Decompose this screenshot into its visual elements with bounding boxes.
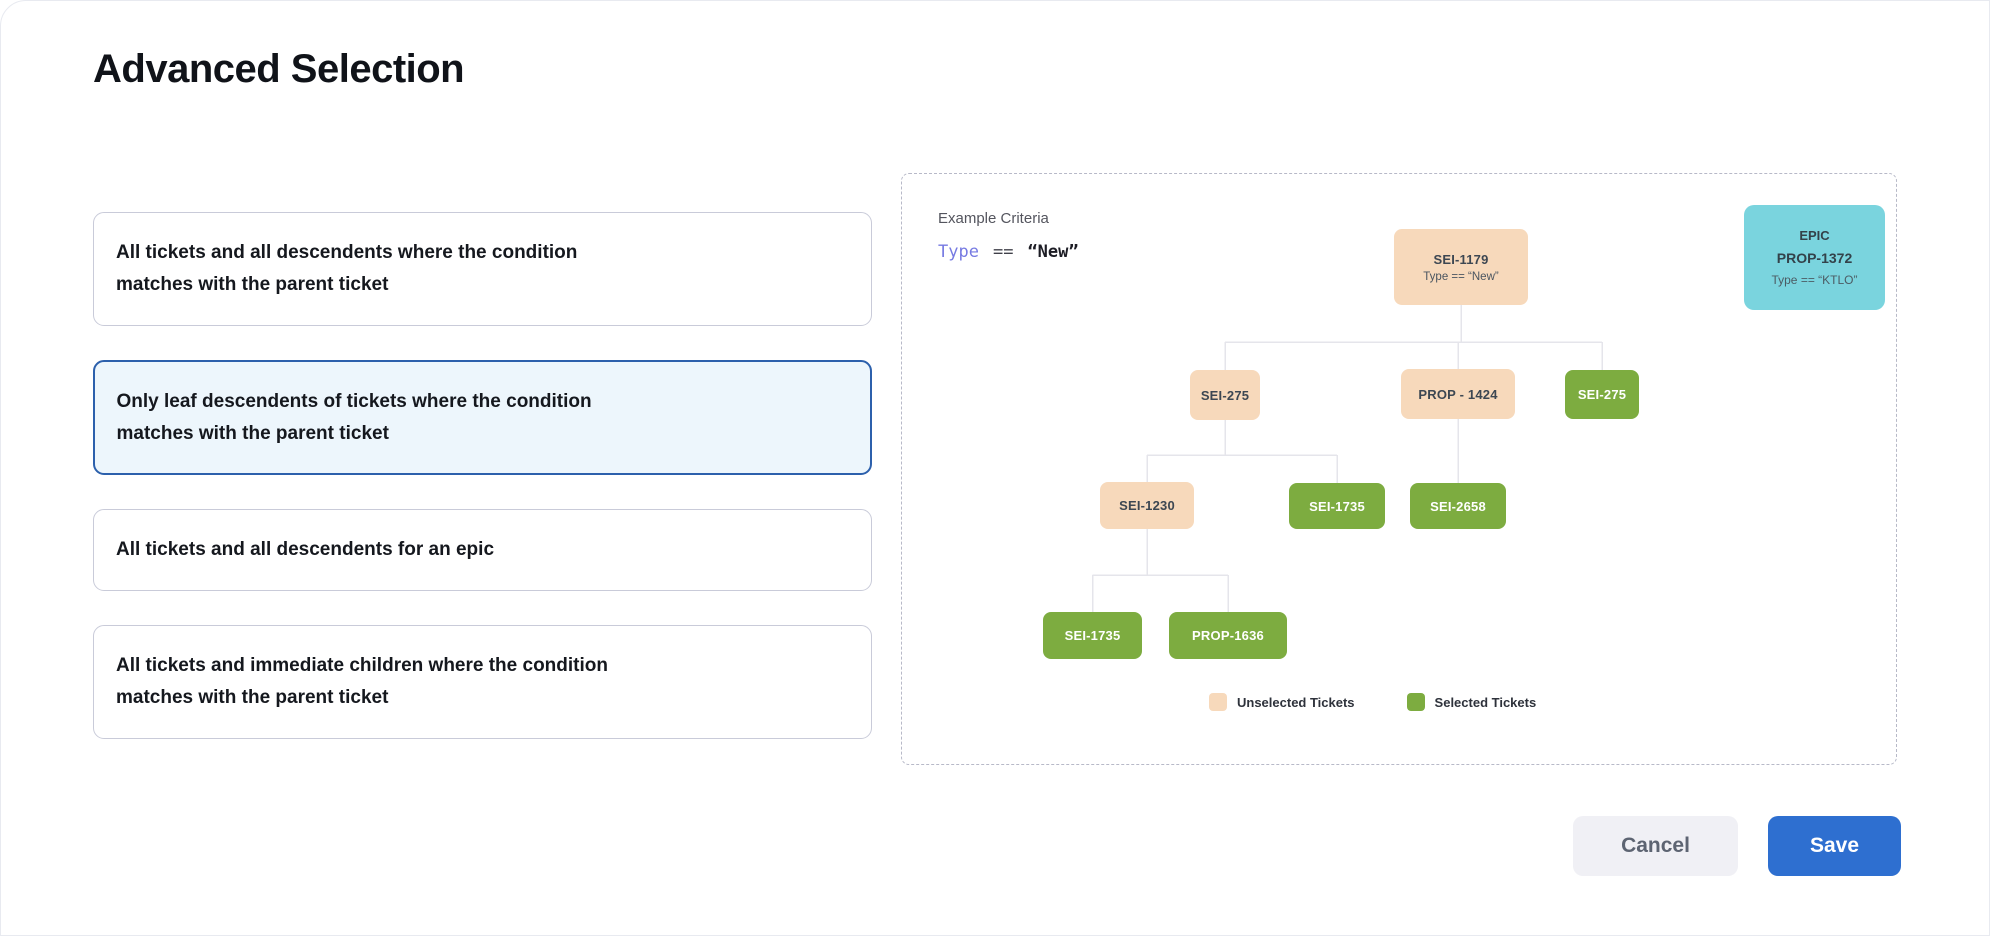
epic-card: EPIC PROP-1372 Type == “KTLO” [1744, 205, 1885, 310]
option-card-1[interactable]: Only leaf descendents of tickets where t… [93, 360, 872, 475]
cancel-button[interactable]: Cancel [1573, 816, 1738, 876]
options-list: All tickets and all descendents where th… [93, 212, 872, 739]
option-card-label: All tickets and all descendents for an e… [116, 539, 495, 560]
tree-node-label: SEI-1179 [1433, 251, 1489, 267]
tree-connectors [1091, 305, 1603, 612]
tree-node-sei-275: SEI-275 [1565, 370, 1639, 419]
tree-node-sei-275: SEI-275 [1190, 370, 1260, 420]
save-button[interactable]: Save [1768, 816, 1901, 876]
legend-item-1: Selected Tickets [1406, 693, 1537, 711]
criteria-value: “New” [1027, 242, 1079, 262]
page-title: Advanced Selection [93, 47, 465, 91]
option-card-label: All tickets and immediate children where… [116, 655, 608, 708]
tree-node-sei-1735: SEI-1735 [1043, 612, 1142, 659]
tree-node-prop-1636: PROP-1636 [1169, 612, 1287, 659]
tree-node-label: PROP - 1424 [1418, 386, 1498, 402]
legend-swatch [1209, 693, 1227, 711]
option-card-2[interactable]: All tickets and all descendents for an e… [93, 509, 872, 591]
tree-node-prop-1424: PROP - 1424 [1401, 369, 1515, 419]
tree-node-condition: Type == “New” [1423, 270, 1499, 283]
tree-node-sei-1735: SEI-1735 [1289, 483, 1385, 529]
tree-node-sei-1230: SEI-1230 [1100, 482, 1194, 529]
example-criteria-heading: Example Criteria [938, 210, 1049, 227]
option-card-3[interactable]: All tickets and immediate children where… [93, 625, 872, 739]
legend-label: Unselected Tickets [1237, 694, 1355, 710]
legend: Unselected Tickets Selected Tickets [1209, 693, 1536, 711]
tree-node-label: SEI-1230 [1119, 498, 1175, 513]
criteria-expression: Type == “New” [938, 242, 1079, 262]
legend-swatch [1406, 693, 1425, 711]
tree-node-label: SEI-1735 [1064, 628, 1121, 643]
option-card-label: All tickets and all descendents where th… [116, 242, 578, 295]
option-card-label: Only leaf descendents of tickets where t… [116, 390, 592, 444]
epic-card-id: PROP-1372 [1776, 250, 1853, 266]
footer-actions: Cancel Save [1573, 816, 1901, 876]
epic-card-condition: Type == “KTLO” [1771, 273, 1858, 287]
tree-node-label: PROP-1636 [1192, 628, 1264, 643]
option-card-0[interactable]: All tickets and all descendents where th… [93, 212, 872, 326]
tree-node-label: SEI-2658 [1430, 498, 1486, 514]
tree-node-sei-2658: SEI-2658 [1410, 483, 1506, 529]
tree-node-label: SEI-275 [1200, 387, 1250, 403]
criteria-field: Type [938, 242, 979, 262]
tree-node-label: SEI-1735 [1309, 498, 1365, 514]
epic-card-kind: EPIC [1799, 228, 1830, 243]
criteria-operator: == [992, 242, 1014, 262]
tree-node-label: SEI-275 [1577, 387, 1627, 402]
legend-item-0: Unselected Tickets [1209, 693, 1355, 711]
legend-label: Selected Tickets [1434, 694, 1537, 710]
